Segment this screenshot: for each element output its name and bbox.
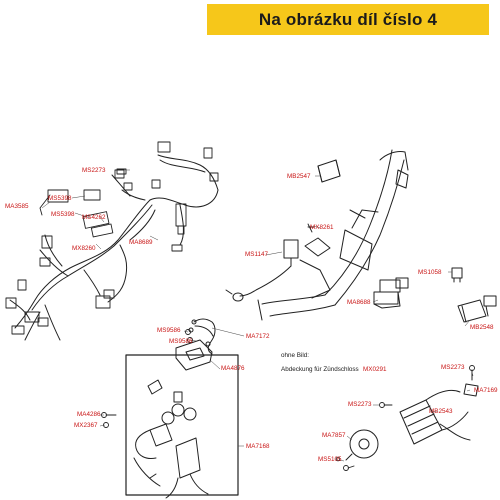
part-number-banner: Na obrázku díl číslo 4 — [207, 4, 489, 35]
part-label-mx2367[interactable]: MX2367 — [74, 422, 98, 429]
part-label-ma7169[interactable]: MA7169 — [474, 387, 498, 394]
bolts — [101, 168, 475, 471]
regulator-mb2543 — [399, 389, 471, 445]
part-label-mx0291[interactable]: MX0291 — [363, 366, 387, 373]
part-label-ms2273-bottom[interactable]: MS2273 — [348, 401, 372, 408]
note-abdeckung-zundschloss: Abdeckung für Zündschloss — [281, 366, 359, 373]
scooter-frame — [257, 149, 409, 321]
ignition-coil-ms1147 — [225, 239, 299, 302]
part-label-mb2547[interactable]: MB2547 — [287, 173, 311, 180]
part-label-ms5398-top[interactable]: MS5398 — [48, 195, 72, 202]
part-label-ms2273-right[interactable]: MS2273 — [441, 364, 465, 371]
part-label-ma8689[interactable]: MA8689 — [129, 239, 153, 246]
part-label-ms2273[interactable]: MS2273 — [82, 167, 106, 174]
part-label-ma7168[interactable]: MA7168 — [246, 443, 270, 450]
part-label-mb2548[interactable]: MB2548 — [470, 324, 494, 331]
fuse-ms1058 — [451, 267, 463, 283]
part-label-mx8260[interactable]: MX8260 — [72, 245, 96, 252]
relay-ma7169 — [463, 369, 479, 397]
relay-block-ma8688 — [373, 277, 409, 309]
part-label-ma7857[interactable]: MA7857 — [322, 432, 346, 439]
wiring-harness — [9, 154, 219, 341]
part-label-ma8688[interactable]: MA8688 — [347, 299, 371, 306]
part-label-ma7172[interactable]: MA7172 — [246, 333, 270, 340]
part-label-ms5398-bottom[interactable]: MS5398 — [51, 211, 75, 218]
part-label-mx8261[interactable]: MX8261 — [310, 224, 334, 231]
part-label-ms1058[interactable]: MS1058 — [418, 269, 442, 276]
harness-connectors — [5, 141, 219, 335]
part-label-ms1147[interactable]: MS1147 — [245, 251, 268, 258]
part-label-ma3585[interactable]: MA3585 — [5, 203, 29, 210]
part-label-ms4262[interactable]: MS4262 — [82, 214, 106, 221]
relay-mb2548 — [457, 295, 497, 323]
part-label-ms5105[interactable]: MS5105 — [318, 456, 342, 463]
ignition-lock-box — [125, 339, 239, 499]
wire-ma7172 — [188, 318, 216, 355]
horn-ma7857 — [345, 429, 379, 461]
part-label-ms9586-top[interactable]: MS9586 — [157, 327, 181, 334]
part-label-ms9586-bottom[interactable]: MS9586 — [169, 338, 193, 345]
part-label-ma4876[interactable]: MA4876 — [221, 365, 245, 372]
note-ohne-bild: ohne Bild: — [281, 352, 310, 359]
part-label-mb2543[interactable]: MB2543 — [429, 408, 453, 415]
relay-mb2547 — [317, 159, 341, 183]
part-label-ma4286[interactable]: MA4286 — [77, 411, 101, 418]
